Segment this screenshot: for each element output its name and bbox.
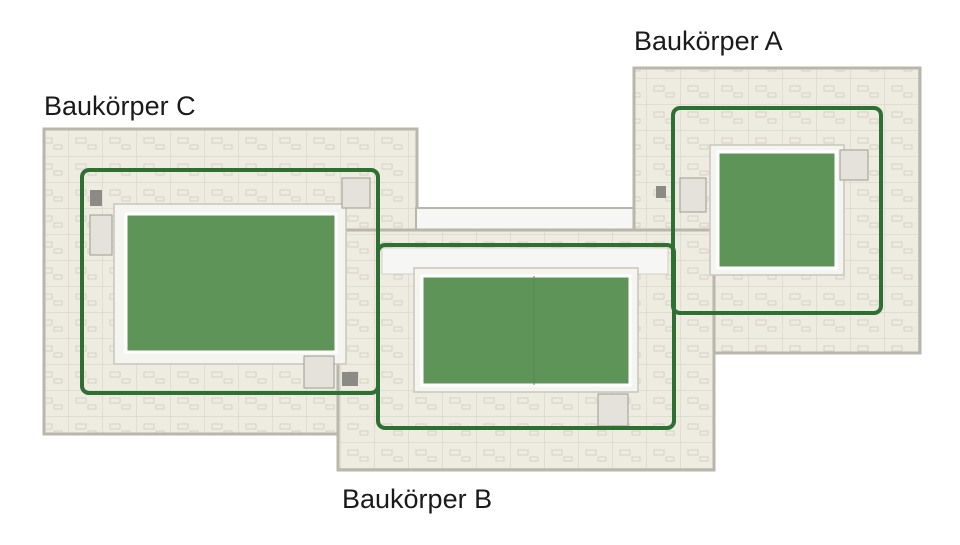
building-a-label: Baukörper A [634, 26, 783, 56]
building-b-label: Baukörper B [342, 484, 493, 514]
dark-shafts [90, 186, 666, 386]
building-b-outline [376, 243, 676, 430]
building-c-courtyard [124, 212, 338, 354]
building-a-courtyard [716, 150, 838, 270]
building-a-outline [671, 106, 883, 315]
building-c-label: Baukörper C [44, 91, 196, 121]
building-b-courtyard [420, 274, 632, 387]
